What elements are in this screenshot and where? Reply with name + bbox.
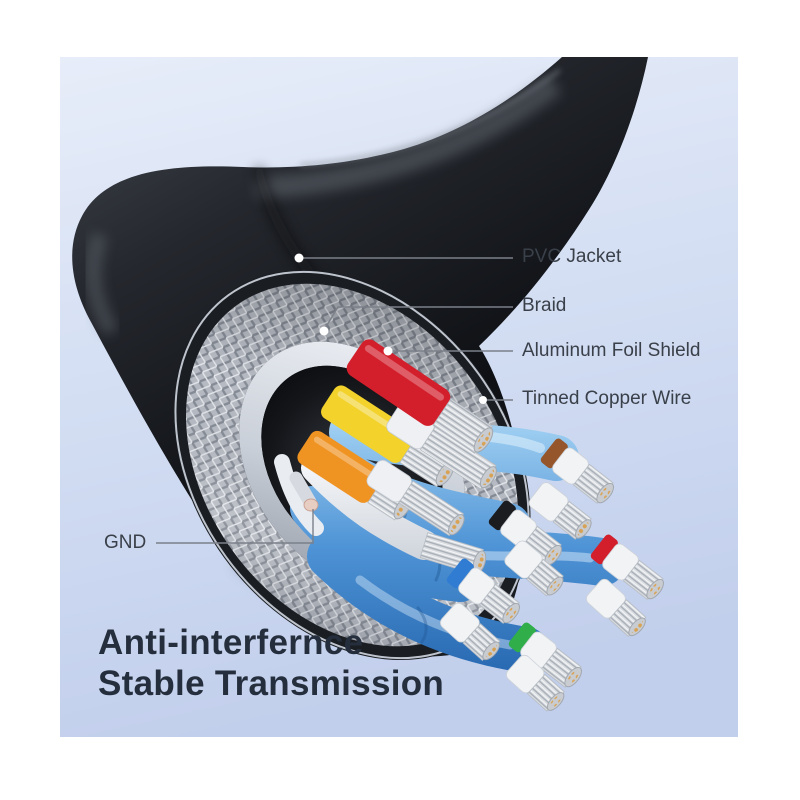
caption-line-2: Stable Transmission [98, 664, 445, 703]
callout-label-tinned-copper-wire: Tinned Copper Wire [522, 388, 692, 409]
callout-label-pvc-jacket: PVC Jacket [522, 246, 622, 267]
white-wire-b [366, 459, 465, 537]
pair-red [586, 534, 664, 638]
callout-lines [156, 257, 513, 544]
caption-title: Anti-interfernce Stable Transmission [98, 622, 444, 704]
callout-label-aluminum-foil-shield: Aluminum Foil Shield [522, 340, 701, 361]
pair-black [488, 500, 564, 597]
cable-artwork [72, 57, 664, 712]
pair-blue [440, 558, 520, 662]
pair-green [506, 622, 582, 712]
pair-brown [528, 438, 614, 540]
gnd-wire [274, 454, 324, 536]
red-wire [346, 339, 494, 454]
gnd-line [156, 509, 314, 544]
callout-dots [294, 253, 487, 404]
callout-label-braid: Braid [522, 295, 567, 316]
caption-line-1: Anti-interfernce [98, 623, 364, 662]
braid-line [323, 306, 513, 331]
callout-label-gnd: GND [104, 532, 147, 553]
